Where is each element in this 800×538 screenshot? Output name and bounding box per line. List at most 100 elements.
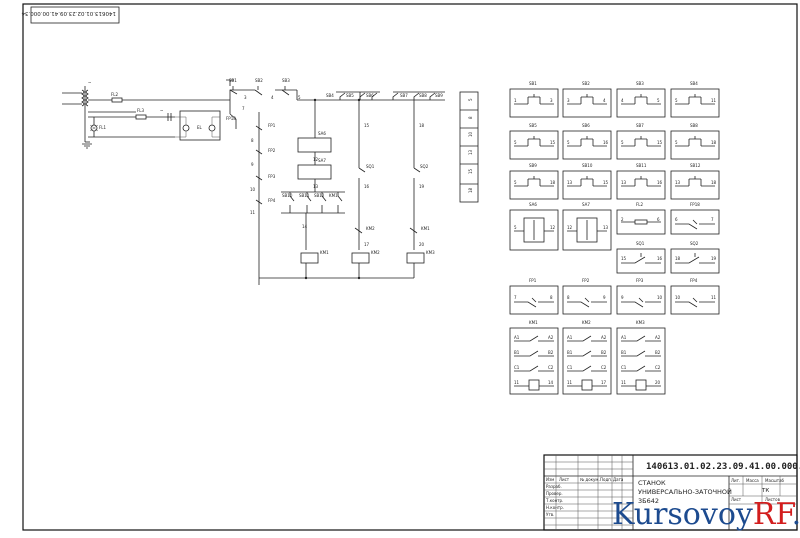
legend-title-sq2: SQ2 [690, 241, 699, 246]
legend-pin: 16 [603, 140, 609, 145]
legend-title-sb1: SB1 [529, 81, 537, 86]
legend-cell-fp3 [616, 285, 666, 315]
legend-pin: C1 [567, 365, 573, 370]
legend-cell-sb8 [670, 130, 720, 160]
legend-pin: C2 [601, 365, 607, 370]
legend-cell-km3 [616, 327, 666, 395]
button-sb3: SB3 [281, 78, 290, 96]
side-wire-column: 5 8 10 13 15 18 [459, 91, 479, 203]
legend-cell-sa7 [562, 209, 612, 251]
legend-cell-fp1 [509, 285, 559, 315]
legend-pin: 13 [621, 180, 627, 185]
legend-contact [675, 176, 715, 187]
legend-cell-sb2 [562, 88, 612, 118]
lamp-el-box [179, 110, 221, 141]
legend-pin: 1 [514, 98, 517, 103]
svg-text:3: 3 [244, 95, 247, 100]
legend-pin: B1 [514, 350, 520, 355]
svg-text:8: 8 [468, 116, 473, 119]
svg-text:Н.контр.: Н.контр. [546, 505, 564, 510]
legend-contact [621, 136, 661, 147]
sheet-letter: ТК [761, 488, 769, 494]
svg-text:SQ1: SQ1 [366, 164, 375, 169]
button-sb1: SB1 [229, 78, 237, 95]
legend-pin: B2 [548, 350, 554, 355]
legend-pin: 5 [621, 140, 624, 145]
svg-text:KM1: KM1 [329, 193, 338, 198]
legend-pin: 12 [567, 225, 573, 230]
legend-title-fl2: FL2 [636, 202, 644, 207]
coil-km1 [300, 252, 319, 264]
legend-title-sb3: SB3 [636, 81, 644, 86]
svg-text:SB8: SB8 [419, 93, 427, 98]
label-fl2: FL2 [111, 92, 119, 97]
legend-pin: 7 [711, 217, 714, 222]
svg-text:SA7: SA7 [318, 158, 326, 163]
relay-fp2: FP2 [255, 148, 276, 155]
svg-text:SB4: SB4 [326, 93, 334, 98]
legend-cell-fp18 [670, 209, 720, 235]
legend-pin: 5 [514, 225, 517, 230]
legend-pin: 4 [621, 98, 624, 103]
wire-label: ~ [88, 80, 91, 85]
legend-title-sb10: SB10 [582, 163, 593, 168]
legend-pin: 11 [514, 380, 520, 385]
legend-contact [621, 350, 661, 357]
legend-cell-fl2 [616, 209, 666, 235]
legend-pin: 11 [711, 98, 717, 103]
svg-text:Листов: Листов [765, 497, 781, 502]
legend-cell-sb12 [670, 170, 720, 200]
svg-text:10: 10 [250, 187, 256, 192]
svg-text:SB5: SB5 [346, 93, 354, 98]
legend-cell-km2 [562, 327, 612, 395]
legend-title-fp4: FP4 [690, 278, 698, 283]
legend-contact [675, 136, 715, 147]
label-fl3: FL3 [137, 108, 145, 113]
svg-text:Провер.: Провер. [546, 491, 563, 496]
legend-pin: 16 [657, 256, 663, 261]
svg-text:13: 13 [313, 184, 319, 189]
legend-contact [514, 176, 554, 187]
legend-coil [581, 379, 593, 391]
legend-cell-fp2 [562, 285, 612, 315]
relay-fp4: FP4 [255, 198, 276, 205]
legend-cell-sb5 [509, 130, 559, 160]
legend-title-fp18: FP18 [690, 202, 700, 207]
svg-text:SB7: SB7 [400, 93, 408, 98]
legend-pin: 8 [567, 295, 570, 300]
fuse-fl3 [135, 114, 147, 120]
legend-pin: 15 [621, 256, 627, 261]
legend-pin: 5 [567, 140, 570, 145]
legend-contact [514, 94, 554, 105]
legend-title-fp3: FP3 [636, 278, 644, 283]
svg-text:Т.контр.: Т.контр. [545, 498, 563, 503]
legend-title-sb2: SB2 [582, 81, 590, 86]
legend-title-fp1: FP1 [529, 278, 537, 283]
svg-text:FP18: FP18 [226, 116, 236, 121]
legend-contact [675, 253, 715, 264]
legend-contact [514, 220, 554, 240]
svg-text:KM2: KM2 [366, 226, 375, 231]
legend-title-sb12: SB12 [690, 163, 701, 168]
legend-pin: 11 [567, 380, 573, 385]
legend-cell-sb6 [562, 130, 612, 160]
svg-text:SB12: SB12 [314, 193, 325, 198]
stamp-text: 140613.01.02.23.09.41.00.000.34 [21, 10, 116, 16]
legend-pin: 17 [601, 380, 607, 385]
legend-cell-fp4 [670, 285, 720, 315]
svg-text:FP1: FP1 [268, 123, 276, 128]
svg-text:10: 10 [468, 131, 473, 137]
legend-pin: B2 [601, 350, 607, 355]
legend-contact [567, 136, 607, 147]
legend-title-sb7: SB7 [636, 123, 644, 128]
legend-contact [567, 350, 607, 357]
svg-text:KM1: KM1 [421, 226, 430, 231]
legend-pin: A1 [567, 335, 573, 340]
svg-text:9: 9 [251, 162, 254, 167]
legend-contact [514, 350, 554, 357]
legend-pin: 18 [675, 256, 681, 261]
legend-contact [567, 176, 607, 187]
legend-contact [567, 94, 607, 105]
legend-title-sb11: SB11 [636, 163, 647, 168]
